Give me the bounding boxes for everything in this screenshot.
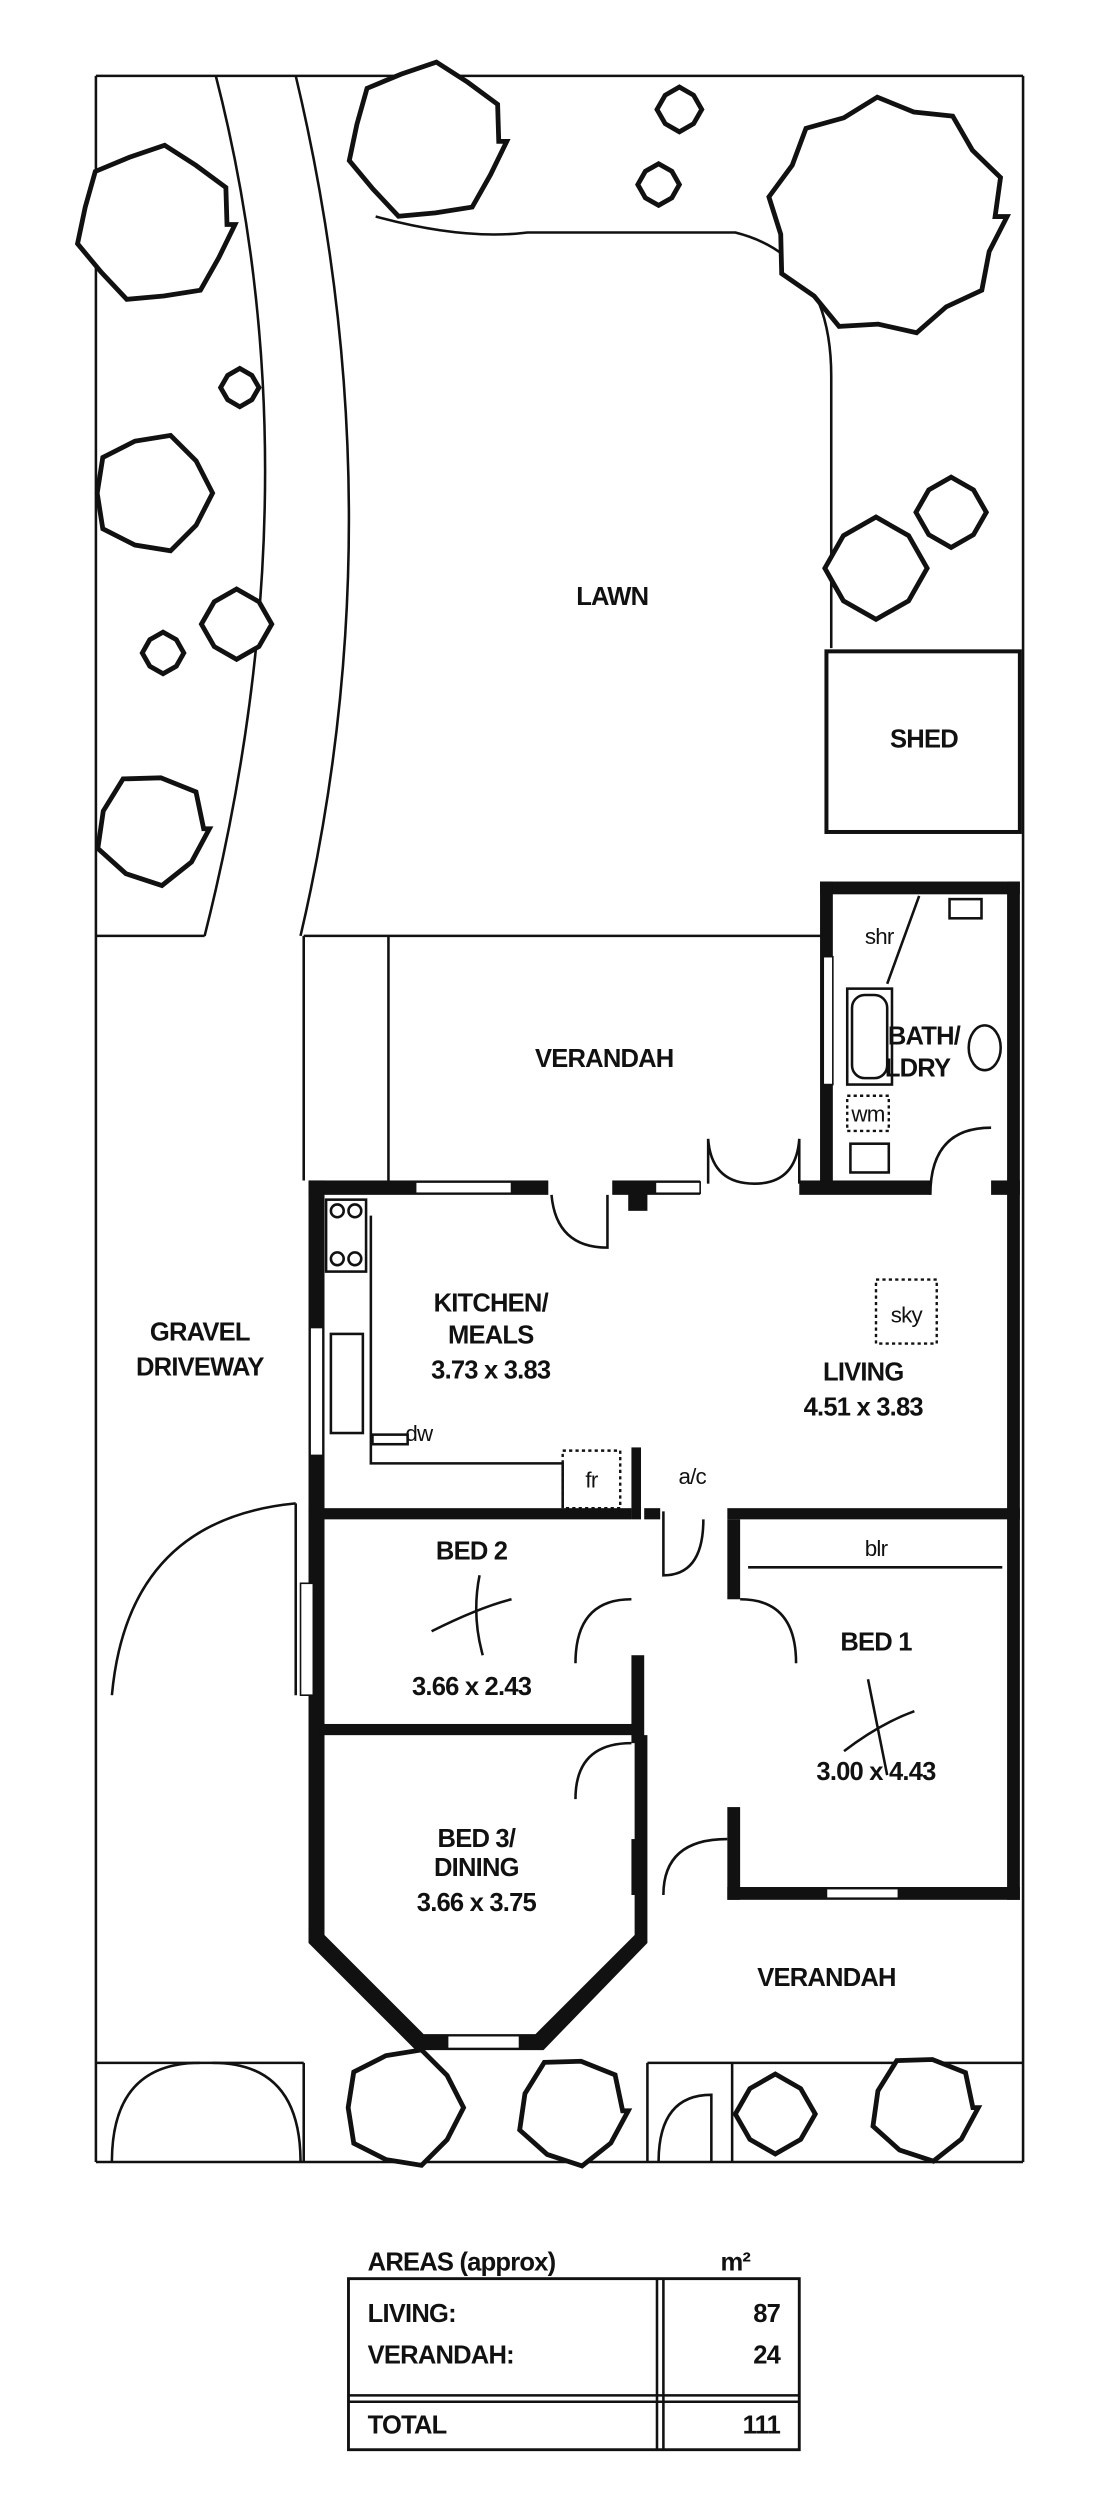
areas-row-label: VERANDAH:	[368, 2341, 514, 2369]
label-driveway-2: DRIVEWAY	[136, 1353, 264, 1381]
label-wm: wm	[850, 1101, 884, 1126]
label-bed2: BED 2	[436, 1537, 508, 1565]
areas-row-value: 87	[753, 2300, 780, 2328]
label-shower: shr	[865, 924, 895, 949]
label-bed3-1: BED 3/	[438, 1825, 516, 1853]
label-shed: SHED	[890, 725, 958, 753]
windows	[299, 955, 900, 2050]
ceiling-fan-bed2	[431, 1575, 512, 1656]
skylight	[874, 1278, 938, 1345]
areas-title: AREAS (approx)	[368, 2249, 556, 2277]
label-living: LIVING	[823, 1358, 903, 1386]
fixtures	[324, 895, 1002, 1776]
label-bed2-size: 3.66 x 2.43	[412, 1673, 532, 1701]
label-front-verandah: VERANDAH	[757, 1964, 895, 1992]
areas-total-label: TOTAL	[368, 2412, 447, 2440]
label-blr: blr	[865, 1536, 889, 1561]
lawn-border	[375, 215, 833, 649]
fridge-space	[561, 1449, 622, 1510]
trees	[74, 59, 1011, 2169]
tree-icon	[94, 432, 216, 554]
tree-icon	[217, 365, 262, 410]
rear-verandah	[302, 934, 824, 1185]
label-ac: a/c	[678, 1464, 706, 1489]
label-kitchen-1: KITCHEN/	[434, 1290, 549, 1318]
label-kitchen-2: MEALS	[448, 1322, 534, 1350]
label-driveway-1: GRAVEL	[150, 1318, 250, 1346]
label-lawn: LAWN	[576, 583, 648, 611]
tree-icon	[913, 474, 990, 551]
areas-total-value: 111	[743, 2412, 781, 2440]
label-dw: dw	[405, 1421, 434, 1446]
label-bath-1: BATH/	[888, 1023, 961, 1051]
tree-icon	[732, 2071, 819, 2157]
areas-row-value: 24	[753, 2341, 781, 2369]
tree-icon	[517, 2058, 633, 2169]
label-kitchen-size: 3.73 x 3.83	[431, 1357, 551, 1385]
label-living-size: 4.51 x 3.83	[804, 1393, 924, 1421]
areas-unit: m²	[721, 2249, 751, 2277]
doors	[550, 1126, 992, 2162]
label-bed1: BED 1	[840, 1628, 912, 1656]
label-rear-verandah: VERANDAH	[535, 1045, 673, 1073]
label-bed3-size: 3.66 x 3.75	[417, 1889, 537, 1917]
label-bed3-2: DINING	[434, 1854, 519, 1882]
tree-icon	[822, 514, 930, 623]
label-bath-2: LDRY	[885, 1055, 951, 1083]
label-bed1-size: 3.00 x 4.43	[816, 1758, 936, 1786]
tree-icon	[654, 84, 705, 135]
tree-icon	[139, 629, 187, 677]
ceiling-fan-bed1	[843, 1678, 915, 1776]
areas-row-label: LIVING:	[368, 2300, 456, 2328]
label-fr: fr	[585, 1467, 598, 1492]
driveway	[95, 75, 351, 2162]
tree-icon	[870, 2057, 983, 2164]
tree-icon	[345, 2047, 467, 2168]
tree-icon	[74, 142, 239, 302]
tree-icon	[635, 161, 683, 209]
label-sky: sky	[891, 1303, 924, 1328]
tree-icon	[766, 94, 1011, 336]
tree-icon	[198, 586, 275, 663]
areas-table: AREAS (approx) m² LIVING: 87 VERANDAH: 2…	[347, 2249, 801, 2452]
tree-icon	[95, 775, 214, 889]
tree-icon	[346, 59, 511, 219]
shed	[824, 649, 1022, 834]
